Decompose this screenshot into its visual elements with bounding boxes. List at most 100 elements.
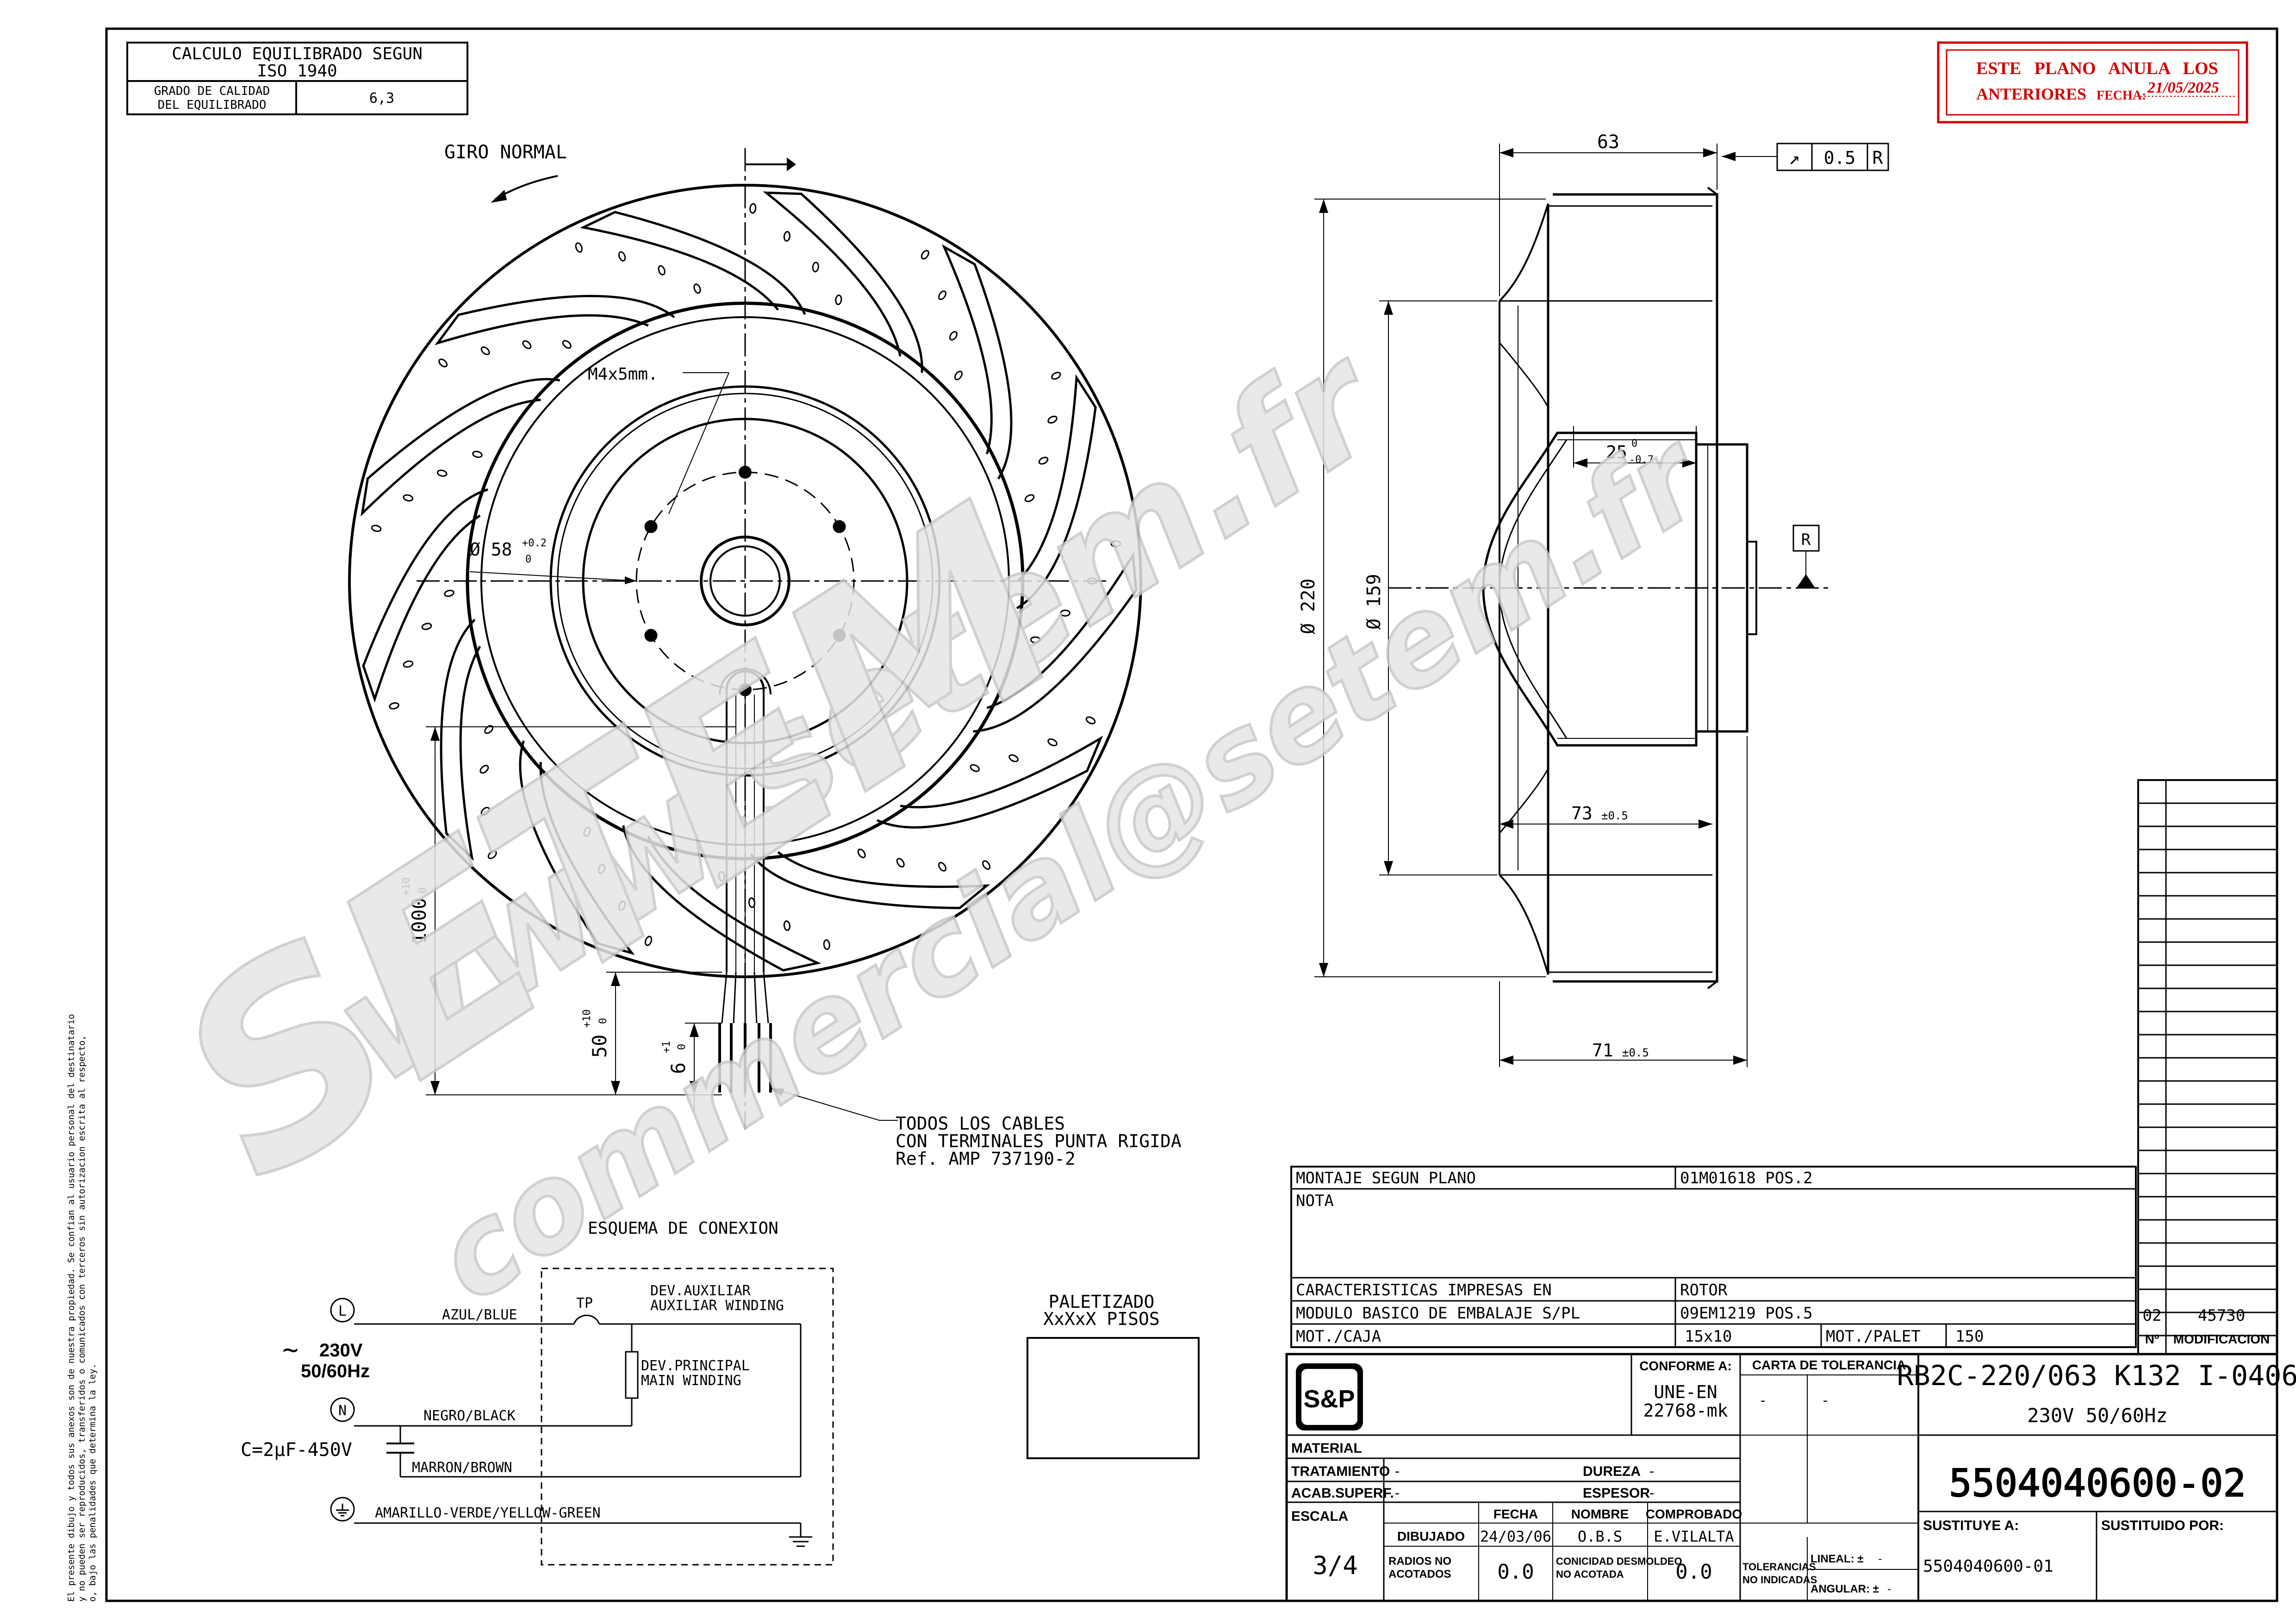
mounting-bolt bbox=[833, 520, 846, 533]
conforme-line-2: 22768-mk bbox=[1643, 1400, 1728, 1421]
aux-line-2: AUXILIAR WINDING bbox=[650, 1298, 784, 1314]
cable-1000-tol-top: +10 bbox=[401, 877, 412, 896]
rev-header-n: Nº bbox=[2145, 1332, 2159, 1346]
balance-value: 6,3 bbox=[369, 90, 394, 106]
dim-63: 63 bbox=[1597, 131, 1619, 153]
mounting-bolt bbox=[644, 520, 658, 533]
nombre-label: NOMBRE bbox=[1571, 1507, 1629, 1521]
ac-symbol: ~ bbox=[282, 1334, 299, 1365]
conforme-label: CONFORME A: bbox=[1639, 1359, 1732, 1373]
balance-title-1: CALCULO EQUILIBRADO SEGUN bbox=[172, 44, 423, 63]
montaje-label: MONTAJE SEGUN PLANO bbox=[1296, 1169, 1476, 1187]
vent-hole bbox=[1038, 456, 1049, 465]
tratamiento-label: TRATAMIENTO bbox=[1291, 1464, 1390, 1479]
pallet-box: PALETIZADO XxXxX PISOS bbox=[1027, 1292, 1200, 1459]
cable-6: 6 bbox=[667, 1062, 690, 1074]
tol-line-1: TOLERANCIAS bbox=[1742, 1561, 1816, 1573]
vent-hole bbox=[921, 250, 929, 260]
angular-label: ANGULAR: ± bbox=[1811, 1583, 1879, 1595]
cable-1000-tol-bottom: 0 bbox=[417, 887, 429, 893]
vent-hole bbox=[749, 203, 757, 214]
vent-hole bbox=[479, 765, 489, 774]
impeller-blade bbox=[763, 191, 923, 373]
dibujado-label: DIBUJADO bbox=[1397, 1529, 1465, 1543]
wire-ground: AMARILLO-VERDE/YELLOW-GREEN bbox=[375, 1505, 601, 1521]
vent-hole bbox=[970, 764, 980, 772]
mot-palet-label: MOT./PALET bbox=[1826, 1327, 1921, 1346]
stamp-fecha-label: FECHA: bbox=[2097, 88, 2146, 103]
tp-label: TP bbox=[576, 1295, 593, 1312]
dureza-value: - bbox=[1648, 1463, 1656, 1480]
copyright: El presente dibujo y todos sus anexos so… bbox=[66, 1014, 98, 1602]
mounting-bolt bbox=[644, 629, 658, 642]
vent-hole bbox=[718, 871, 725, 882]
mounting-bolts bbox=[644, 466, 846, 696]
impeller-blade bbox=[519, 740, 635, 955]
dia58-tol-bottom: 0 bbox=[525, 554, 531, 565]
cable-6-tol-bottom: 0 bbox=[676, 1044, 688, 1050]
datum-label: R bbox=[1801, 531, 1811, 549]
impeller-blade bbox=[941, 244, 1013, 480]
front-view: GIRO NORMAL M4x5mm. Ø 58 +0.2 0 1000 +10… bbox=[348, 142, 1182, 1169]
fecha-label: FECHA bbox=[1493, 1507, 1538, 1521]
main-line-2: MAIN WINDING bbox=[641, 1373, 741, 1389]
dia159: Ø 159 bbox=[1363, 574, 1385, 630]
dibujado-fecha: 24/03/06 bbox=[1480, 1528, 1551, 1545]
balance-title-2: ISO 1940 bbox=[257, 62, 337, 81]
radios-value: 0.0 bbox=[1497, 1560, 1534, 1584]
vent-hole bbox=[982, 860, 991, 870]
cable-50-tol-top: +10 bbox=[581, 1009, 593, 1028]
vent-hole bbox=[823, 939, 830, 950]
radios-line-2: ACOTADOS bbox=[1388, 1568, 1451, 1580]
main-line-1: DEV.PRINCIPAL bbox=[641, 1358, 750, 1374]
sustituye-label: SUSTITUYE A: bbox=[1923, 1518, 2019, 1533]
caract-label: CARACTERISTICAS IMPRESAS EN bbox=[1296, 1281, 1552, 1299]
vent-hole bbox=[618, 251, 626, 262]
vent-hole bbox=[938, 290, 947, 300]
vent-hole bbox=[857, 849, 866, 858]
vent-hole bbox=[480, 806, 490, 816]
vent-hole bbox=[1047, 738, 1058, 747]
lineal-value: - bbox=[1877, 1552, 1883, 1565]
vent-hole bbox=[480, 346, 490, 356]
vent-hole bbox=[487, 850, 497, 859]
vent-hole bbox=[835, 294, 842, 306]
stamp-line-2: ANTERIORES bbox=[1976, 85, 2086, 103]
lineal-label: LINEAL: ± bbox=[1811, 1553, 1864, 1565]
tratamiento-value: - bbox=[1393, 1463, 1401, 1480]
impeller-blade bbox=[973, 551, 1138, 733]
dureza-label: DUREZA bbox=[1583, 1464, 1641, 1479]
screw-label: M4x5mm. bbox=[588, 365, 658, 384]
vent-hole bbox=[389, 702, 399, 710]
mounting-bolt bbox=[739, 683, 752, 696]
dibujado-comprobado: E.VILALTA bbox=[1654, 1528, 1734, 1545]
tolerance-symbol: ↗ bbox=[1789, 148, 1800, 169]
vent-hole bbox=[436, 469, 448, 477]
mot-caja-label: MOT./CAJA bbox=[1296, 1327, 1381, 1346]
balance-label-1: GRADO DE CALIDAD bbox=[154, 84, 270, 98]
caract-value: ROTOR bbox=[1680, 1281, 1728, 1299]
vent-hole bbox=[896, 858, 905, 868]
rev-value: 45730 bbox=[2198, 1306, 2245, 1325]
dim-73-tol: ±0.5 bbox=[1601, 809, 1628, 822]
dim-71: 71 bbox=[1592, 1040, 1613, 1061]
wire-blue: AZUL/BLUE bbox=[442, 1307, 517, 1323]
conicidad-line-2: NO ACOTADA bbox=[1556, 1568, 1624, 1580]
acab-value: - bbox=[1393, 1485, 1401, 1501]
mounting-bolt bbox=[739, 466, 752, 479]
copyright-line-3: o, bajo las penalidades que determina la… bbox=[87, 1363, 98, 1602]
title-block: S&P CONFORME A: UNE-EN 22768-mk CARTA DE… bbox=[1285, 1353, 2296, 1602]
balance-box: CALCULO EQUILIBRADO SEGUN ISO 1940 GRADO… bbox=[126, 42, 468, 115]
espesor-label: ESPESOR bbox=[1583, 1486, 1650, 1501]
part-number: 5504040600-02 bbox=[1949, 1462, 2246, 1505]
side-view: 63 ↗ 0.5 R 25 0 -0.7 R Ø 220 bbox=[1298, 131, 1889, 1067]
vent-hole bbox=[693, 283, 701, 294]
copyright-line-2: y no pueden ser reproducidos, transferid… bbox=[77, 1035, 87, 1602]
logo: S&P bbox=[1303, 1385, 1355, 1413]
cables-line-3: Ref. AMP 737190-2 bbox=[896, 1149, 1076, 1169]
copyright-line-1: El presente dibujo y todos sus anexos so… bbox=[66, 1014, 76, 1602]
impeller-blade bbox=[361, 378, 560, 517]
vent-hole bbox=[444, 589, 454, 597]
espesor-value: - bbox=[1648, 1485, 1656, 1501]
